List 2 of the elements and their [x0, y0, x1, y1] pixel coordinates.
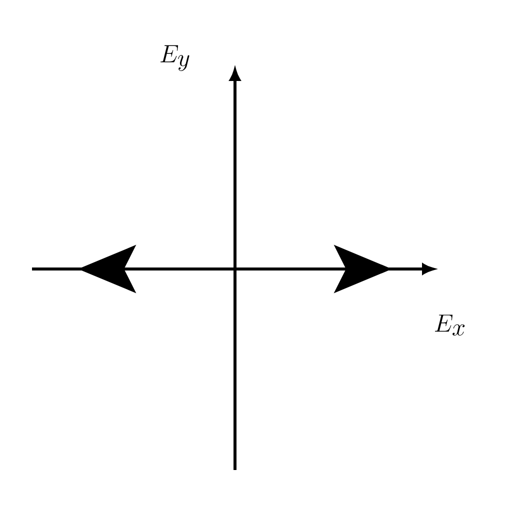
axis-label: $E_x$	[434, 314, 465, 336]
axis-label: $E_y$	[160, 45, 190, 72]
